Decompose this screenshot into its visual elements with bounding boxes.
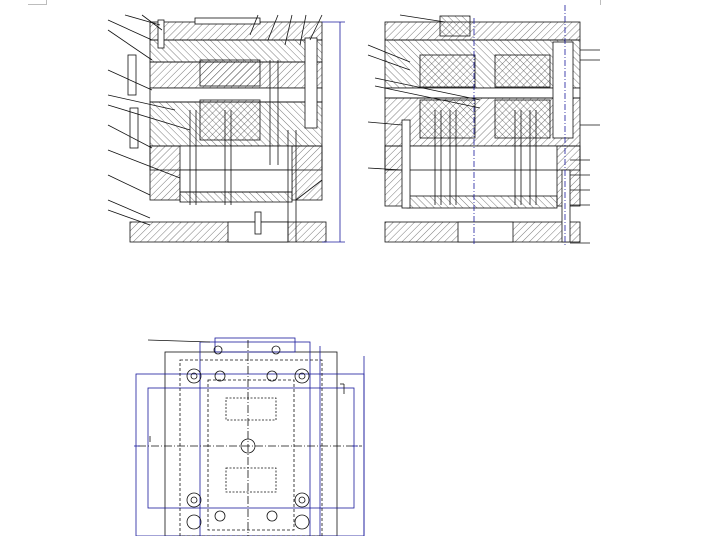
section-view-left [107,14,345,243]
section-view-right [367,5,600,245]
page-corner-marker-top-right [600,0,601,5]
top-plan-view [134,337,365,536]
page-corner-marker-top-left [28,0,47,5]
